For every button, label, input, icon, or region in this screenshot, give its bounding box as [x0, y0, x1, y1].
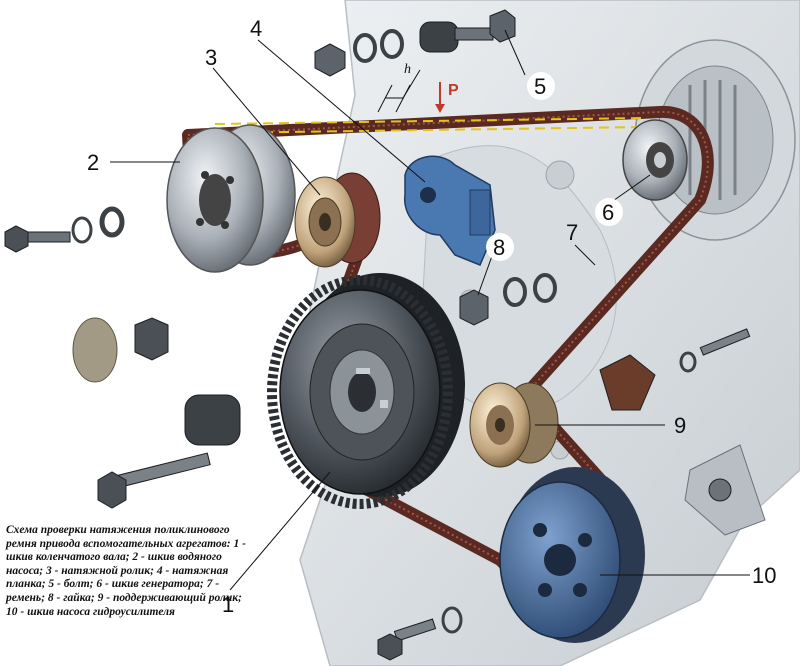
callout-7: 7 — [566, 220, 578, 245]
callout-8-badge — [486, 233, 514, 261]
callout-1: 1 — [222, 592, 234, 617]
tension-roller — [294, 172, 381, 268]
callout-5: 5 — [534, 74, 546, 99]
callout-3: 3 — [205, 45, 217, 70]
callout-6: 6 — [602, 200, 614, 225]
generator-pulley — [622, 119, 688, 201]
callout-4: 4 — [250, 16, 262, 41]
hardware-parts — [4, 9, 766, 661]
callout-5-badge — [527, 72, 555, 100]
force-label: P — [448, 82, 459, 99]
support-roller — [469, 382, 559, 468]
force-arrow — [435, 82, 445, 113]
deflection-label: h — [404, 62, 411, 77]
diagram-caption: Схема проверки натяжения поликлинового р… — [6, 524, 246, 618]
callout-2: 2 — [87, 150, 99, 175]
water-pump-pulley — [166, 124, 296, 273]
power-steering-pulley — [499, 467, 645, 643]
callout-6-badge — [595, 198, 623, 226]
callout-10: 10 — [752, 563, 776, 588]
callout-8: 8 — [493, 235, 505, 260]
crankshaft-pulley — [267, 273, 465, 509]
leader-lines — [110, 29, 750, 591]
callout-9: 9 — [674, 413, 686, 438]
deflection-marker — [377, 69, 421, 113]
tension-plate — [404, 155, 496, 266]
